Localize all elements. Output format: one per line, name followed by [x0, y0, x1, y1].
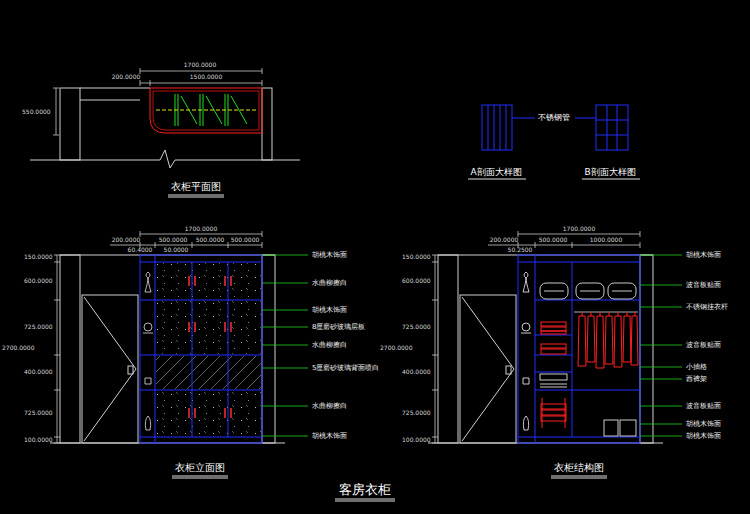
material-callout: 不锈钢挂衣杆	[686, 304, 728, 311]
dimension-text: 500.0000	[196, 237, 225, 243]
section-details	[468, 105, 640, 179]
view-caption: 衣柜结构图	[554, 463, 604, 473]
dimension-text: 100.0000	[24, 437, 53, 443]
dimension-text: 500.0000	[539, 237, 568, 243]
dimension-text: 500.0000	[159, 237, 188, 243]
material-callout: 小抽格	[686, 364, 707, 371]
material-callout: 波音板贴面	[686, 342, 721, 349]
dimension-text: 2700.0000	[2, 345, 34, 351]
dimension-text: 550.0000	[22, 109, 51, 115]
material-callout: 波音板贴面	[686, 403, 721, 410]
dimension-text: 1000.0000	[590, 237, 622, 243]
material-callout: 5厘磨砂玻璃背面喷白	[312, 365, 379, 372]
title-underline	[335, 499, 395, 501]
dimension-text: 200.0000	[112, 237, 141, 243]
elevation-view	[50, 231, 308, 478]
dimension-text: 600.0000	[402, 278, 431, 284]
material-callout: 西裤架	[686, 376, 707, 383]
dimension-text: 50.2500	[508, 247, 533, 253]
drawing-title: 客房衣柜	[339, 483, 391, 496]
material-callout: 水曲柳擦白	[312, 342, 347, 349]
material-callout: 胡桃木饰面	[312, 307, 347, 314]
material-callout: 8厘磨砂玻璃层板	[312, 324, 365, 331]
view-caption: 衣柜平面图	[171, 182, 221, 192]
dimension-text: 1700.0000	[185, 226, 217, 232]
dimension-text: 1700.0000	[563, 226, 595, 232]
dimension-text: 150.0000	[402, 254, 431, 260]
material-callout: 胡桃木饰面	[686, 433, 721, 440]
view-caption: A剖面大样图	[470, 168, 521, 177]
view-caption: B剖面大样图	[584, 168, 635, 177]
dimension-text: 60.4000	[128, 247, 153, 253]
material-callout: 胡桃木饰面	[686, 421, 721, 428]
view-caption: 衣柜立面图	[175, 463, 225, 473]
dimension-text: 725.0000	[402, 410, 431, 416]
dimension-text: 100.0000	[402, 437, 431, 443]
dimension-text: 50.0000	[164, 247, 189, 253]
note-label: 不锈钢管	[538, 114, 570, 122]
dimension-text: 400.0000	[402, 369, 431, 375]
material-callout: 水曲柳擦白	[312, 403, 347, 410]
material-callout: 胡桃木饰面	[312, 433, 347, 440]
dimension-text: 200.0000	[112, 74, 141, 80]
material-callout: 水曲柳擦白	[312, 280, 347, 287]
dimension-text: 150.0000	[24, 254, 53, 260]
material-callout: 波音板贴面	[686, 282, 721, 289]
material-callout: 胡桃木饰面	[686, 252, 721, 259]
dimension-text: 1700.0000	[184, 62, 216, 68]
dimension-text: 600.0000	[24, 278, 53, 284]
plan-view	[30, 68, 300, 197]
structure-view	[428, 231, 682, 478]
material-callout: 胡桃木饰面	[312, 252, 347, 259]
dimension-text: 400.0000	[24, 369, 53, 375]
dimension-text: 725.0000	[24, 324, 53, 330]
dimension-text: 500.0000	[231, 237, 260, 243]
dimension-text: 2700.0000	[380, 345, 412, 351]
dimension-text: 1500.0000	[190, 74, 222, 80]
dimension-text: 725.0000	[24, 410, 53, 416]
dimension-text: 725.0000	[402, 324, 431, 330]
dimension-text: 200.0000	[490, 237, 519, 243]
